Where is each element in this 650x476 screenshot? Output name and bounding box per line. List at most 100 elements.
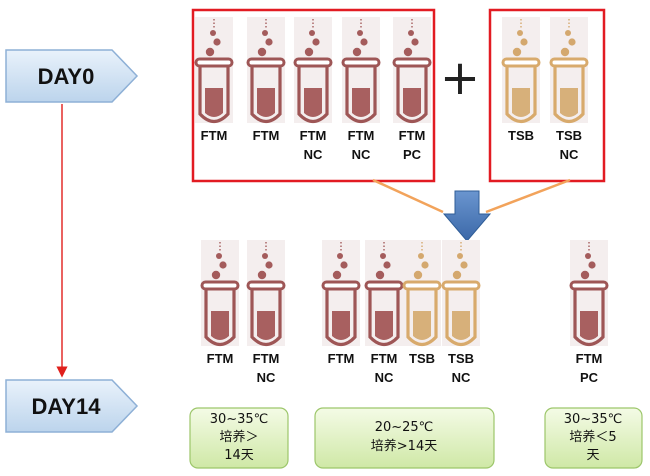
tube-rim <box>341 57 381 68</box>
bubble <box>257 47 267 57</box>
bubble <box>408 30 414 36</box>
bubble <box>452 270 462 280</box>
tube-label: FTM <box>253 128 280 143</box>
day14-group1-tube-2: FTM NC <box>246 240 286 385</box>
bubble <box>265 38 273 46</box>
tube-body <box>325 289 357 347</box>
tube-liquid <box>304 88 322 117</box>
bubble <box>257 270 267 280</box>
tube-body <box>445 289 477 347</box>
bubble <box>352 47 362 57</box>
condition-2-line2: 培养>14天 <box>371 438 437 454</box>
bubble <box>383 261 391 269</box>
tube-rim <box>194 57 234 68</box>
tube-label: FTM <box>253 351 280 366</box>
bubble <box>312 38 320 46</box>
bubble <box>512 47 522 57</box>
tube-rim <box>246 57 286 68</box>
tube-rim <box>321 280 361 291</box>
bubble <box>403 47 413 57</box>
tube-liquid <box>375 311 393 340</box>
tube-body <box>406 289 438 347</box>
down-arrow <box>442 190 492 242</box>
bubble <box>262 253 268 259</box>
tube-body <box>396 66 428 124</box>
tube-label: FTM <box>300 128 327 143</box>
day14-marker: DAY14 <box>5 379 139 433</box>
tube-rim <box>200 280 240 291</box>
bubble <box>457 253 463 259</box>
day0-tsb-tube-1: TSB <box>501 17 541 143</box>
tube-label: FTM <box>371 351 398 366</box>
tube-body <box>345 66 377 124</box>
condition-box-2: 20~25℃ 培养>14天 <box>314 407 495 469</box>
tube-rim <box>392 57 432 68</box>
tube-body <box>297 66 329 124</box>
tube-liquid <box>580 311 598 340</box>
tube-label: NC <box>560 147 579 162</box>
tube-label: TSB <box>508 128 534 143</box>
condition-box-1: 30~35℃ 培养＞ 14天 <box>189 407 289 469</box>
tube-label: NC <box>304 147 323 162</box>
tube-liquid <box>403 88 421 117</box>
tube-label: FTM <box>207 351 234 366</box>
day0-label: DAY0 <box>38 64 95 89</box>
bubble <box>219 261 227 269</box>
day14-label: DAY14 <box>32 394 102 419</box>
bubble <box>585 253 591 259</box>
bubble <box>565 30 571 36</box>
tube-liquid <box>257 311 275 340</box>
tube-label: NC <box>257 370 276 385</box>
day14-group2-tube-1: FTM <box>321 240 361 366</box>
tube-body <box>553 66 585 124</box>
condition-3-line1: 30~35℃ <box>564 412 623 427</box>
tube-body <box>505 66 537 124</box>
day0-ftm-tube-1: FTM <box>194 17 234 143</box>
tube-liquid <box>257 88 275 117</box>
day0-tsb-tube-2: TSB NC <box>549 17 589 162</box>
bubble <box>520 38 528 46</box>
bubble <box>262 30 268 36</box>
tube-rim <box>569 280 609 291</box>
tube-label: TSB <box>556 128 582 143</box>
bubble <box>375 270 385 280</box>
condition-3-line3: 天 <box>586 448 599 463</box>
bubble <box>210 30 216 36</box>
ftm-group-frame <box>191 8 436 183</box>
day0-marker: DAY0 <box>5 49 139 103</box>
condition-2-line1: 20~25℃ <box>375 420 434 435</box>
bubble <box>216 253 222 259</box>
bubble <box>380 253 386 259</box>
tube-body <box>198 66 230 124</box>
tube-label: TSB <box>448 351 474 366</box>
tube-label: FTM <box>328 351 355 366</box>
bubble <box>309 30 315 36</box>
bubble <box>213 38 221 46</box>
tube-body <box>368 289 400 347</box>
bubble <box>421 261 429 269</box>
day0-ftm-tube-3: FTM NC <box>293 17 333 162</box>
tube-label: FTM <box>399 128 426 143</box>
bubble <box>580 270 590 280</box>
tube-label: FTM <box>576 351 603 366</box>
bubble <box>360 38 368 46</box>
day14-group1-tube-1: FTM <box>200 240 240 366</box>
bubble <box>265 261 273 269</box>
tube-rim <box>364 280 404 291</box>
tube-body <box>250 66 282 124</box>
tsb-group-frame <box>488 8 606 183</box>
tube-rim <box>549 57 589 68</box>
tube-rim <box>293 57 333 68</box>
tube-liquid <box>413 311 431 340</box>
tube-label: TSB <box>409 351 435 366</box>
tube-liquid <box>512 88 530 117</box>
tube-label: FTM <box>201 128 228 143</box>
day0-ftm-tube-2: FTM <box>246 17 286 143</box>
tube-liquid <box>205 88 223 117</box>
bubble <box>517 30 523 36</box>
